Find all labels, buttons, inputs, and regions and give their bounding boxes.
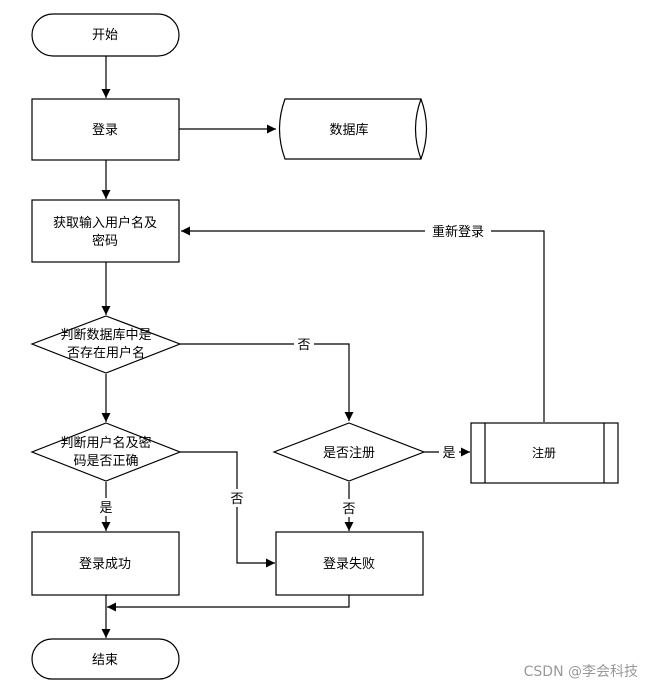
is-register-label: 是否注册 [323,446,375,461]
edge-checkpwd-no [180,451,275,568]
check-user-node: 判断数据库中是 否存在用户名 [30,315,182,374]
fail-label: 登录失败 [323,557,375,572]
check-pwd-node: 判断用户名及密 码是否正确 [30,422,182,482]
start-label: 开始 [92,28,118,43]
register-node: 注册 [470,422,619,484]
is-register-node: 是否注册 [272,422,426,482]
success-label: 登录成功 [79,557,131,572]
database-node: 数据库 [278,98,428,160]
pwd-no-label: 否 [230,492,243,507]
check-user-label-line2: 否存在用户名 [67,345,145,361]
end-node: 结束 [31,638,180,680]
check-pwd-label-line2: 码是否正确 [73,454,138,469]
edge-labels: 重新登录 否 是 否 是 否 [96,222,491,517]
reg-no-label: 否 [342,502,355,517]
reg-yes-label: 是 [442,446,455,461]
success-node: 登录成功 [31,531,180,596]
watermark: CSDN @李会科技 [524,664,638,680]
no-user-label: 否 [297,338,310,353]
register-label: 注册 [532,445,556,460]
login-label: 登录 [92,123,118,138]
check-user-label-line1: 判断数据库中是 [60,327,151,343]
database-label: 数据库 [329,122,368,138]
start-node: 开始 [31,13,180,57]
login-node: 登录 [31,98,180,161]
edge-fail-end [107,595,350,612]
get-input-node: 获取输入用户名及 密码 [31,199,180,263]
get-input-label-line2: 密码 [92,233,118,249]
edge-checkuser-no [180,343,354,421]
pwd-yes-label: 是 [99,501,112,516]
end-label: 结束 [92,653,118,668]
get-input-label-line1: 获取输入用户名及 [53,215,157,231]
edge-register-relogin [181,226,545,422]
fail-node: 登录失败 [275,531,424,596]
check-pwd-label-line1: 判断用户名及密 [60,435,151,451]
relogin-label: 重新登录 [432,224,484,240]
